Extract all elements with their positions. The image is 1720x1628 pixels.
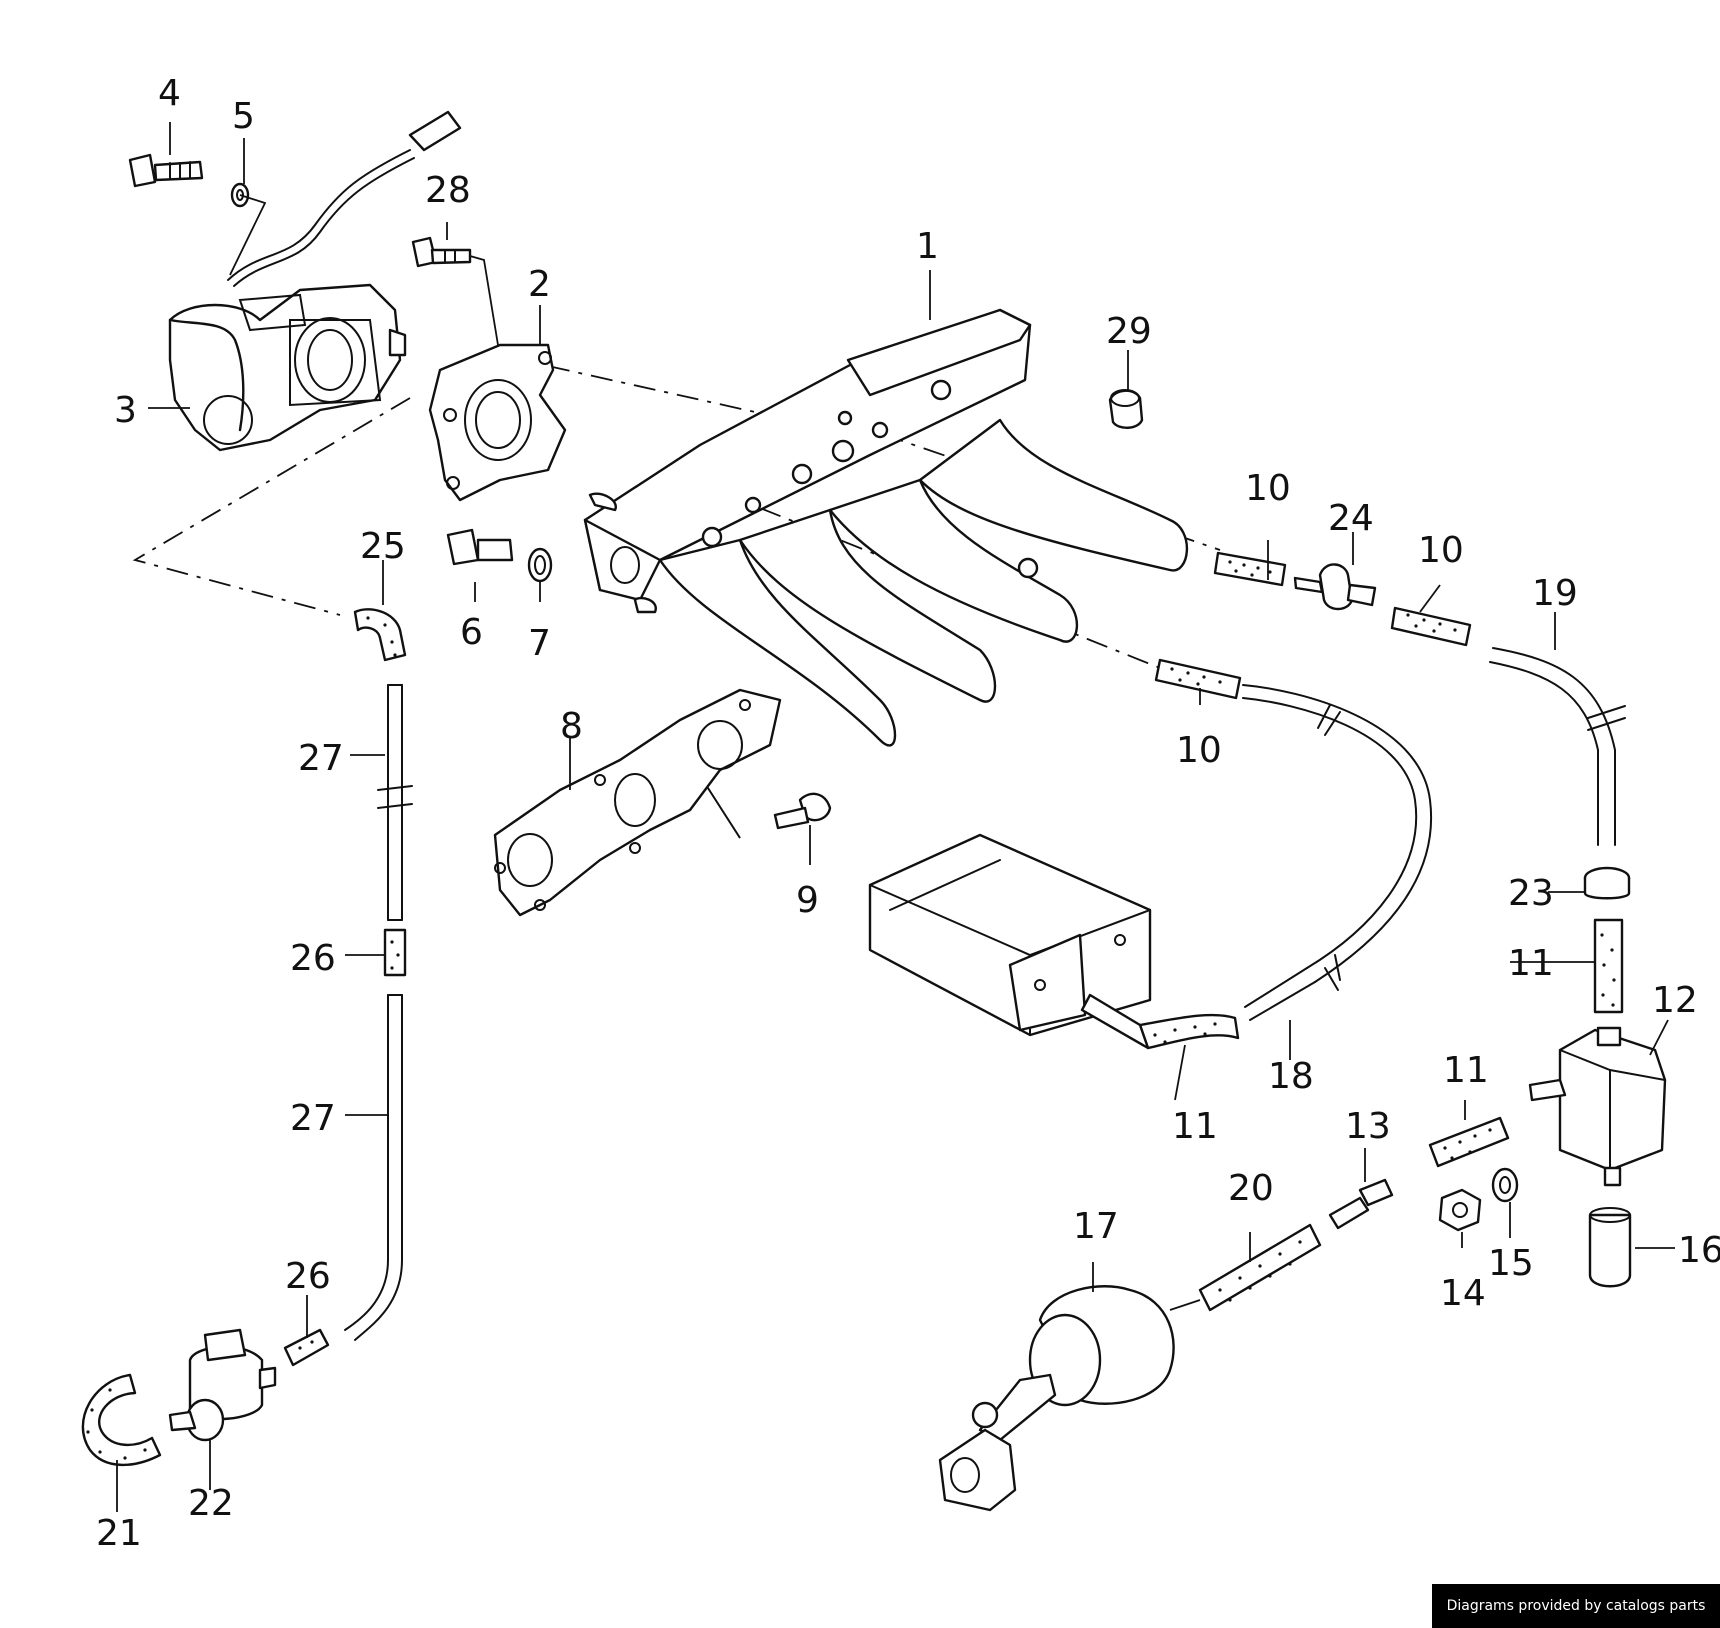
hose-11c <box>1080 993 1240 1050</box>
bolt-4 <box>128 153 204 188</box>
sleeve-26-upper <box>383 928 407 977</box>
line-18 <box>1242 684 1433 1021</box>
callout-12: 12 <box>1652 980 1698 1021</box>
callout-19: 19 <box>1532 573 1578 614</box>
hose-11b <box>1428 1116 1510 1168</box>
bolt-9 <box>773 792 832 830</box>
tube-27-upper <box>377 684 413 921</box>
callout-3: 3 <box>114 390 137 431</box>
credit-banner: Diagrams provided by catalogs parts <box>1432 1584 1720 1628</box>
callout-23: 23 <box>1508 873 1554 914</box>
callout-22: 22 <box>188 1483 234 1524</box>
callout-7: 7 <box>528 623 551 664</box>
callout-6: 6 <box>460 612 483 653</box>
callout-26-lower: 26 <box>285 1256 331 1297</box>
callout-17: 17 <box>1073 1206 1119 1247</box>
fitting-6 <box>446 528 514 566</box>
bolt-28 <box>411 236 472 268</box>
callout-13: 13 <box>1345 1106 1391 1147</box>
callout-16: 16 <box>1678 1230 1720 1271</box>
callout-20: 20 <box>1228 1168 1274 1209</box>
sleeve-26-lower <box>283 1328 330 1367</box>
washer-15 <box>1491 1167 1519 1203</box>
intake-manifold <box>583 308 1189 747</box>
callout-15: 15 <box>1488 1243 1534 1284</box>
nut-14 <box>1438 1188 1482 1232</box>
callout-10-right: 10 <box>1418 530 1464 571</box>
callout-14: 14 <box>1440 1273 1486 1314</box>
line-19 <box>1489 647 1626 846</box>
manifold-gasket-8 <box>493 688 782 917</box>
callout-24: 24 <box>1328 498 1374 539</box>
callout-2: 2 <box>528 264 551 305</box>
callout-11-right: 11 <box>1508 943 1554 984</box>
seal-ring-7 <box>527 547 553 583</box>
activated-charcoal-valve-17 <box>938 1285 1175 1512</box>
callout-1: 1 <box>916 226 939 267</box>
callout-8: 8 <box>560 706 583 747</box>
callout-11-lower: 11 <box>1172 1106 1218 1147</box>
hose-11a <box>1593 918 1624 1014</box>
callout-29: 29 <box>1106 311 1152 352</box>
tube-27-lower <box>344 994 403 1341</box>
callout-10-upper: 10 <box>1245 468 1291 509</box>
check-valve-24 <box>1293 563 1377 611</box>
callout-27-lower: 27 <box>290 1098 336 1139</box>
leader-lines <box>116 122 1675 1512</box>
elbow-hose-25 <box>353 608 407 662</box>
hose-10b <box>1390 606 1472 647</box>
callout-11-mid: 11 <box>1443 1050 1489 1091</box>
throttle-valve-housing <box>168 110 462 452</box>
callout-18: 18 <box>1268 1056 1314 1097</box>
callout-4: 4 <box>158 73 181 114</box>
hose-21 <box>81 1373 162 1467</box>
hose-10a <box>1213 551 1287 587</box>
callout-25: 25 <box>360 526 406 567</box>
callout-5: 5 <box>232 96 255 137</box>
hose-10c <box>1154 658 1242 700</box>
hose-20 <box>1198 1223 1322 1312</box>
cap-29 <box>1108 389 1144 429</box>
callout-26-upper: 26 <box>290 938 336 979</box>
callout-27-upper: 27 <box>298 738 344 779</box>
callout-9: 9 <box>796 880 819 921</box>
connector-13 <box>1328 1178 1394 1230</box>
cap-16 <box>1588 1207 1632 1288</box>
callout-28: 28 <box>425 170 471 211</box>
control-unit-box <box>868 833 1152 1037</box>
grommet-23 <box>1583 866 1631 900</box>
throttle-flange-gasket <box>428 343 567 502</box>
callout-labels: 4 5 28 1 2 3 29 10 24 10 19 10 25 6 7 8 … <box>96 73 1720 1554</box>
callout-10-lower: 10 <box>1176 730 1222 771</box>
solenoid-valve-12 <box>1528 1026 1667 1187</box>
callout-21: 21 <box>96 1513 142 1554</box>
valve-22 <box>168 1328 277 1442</box>
